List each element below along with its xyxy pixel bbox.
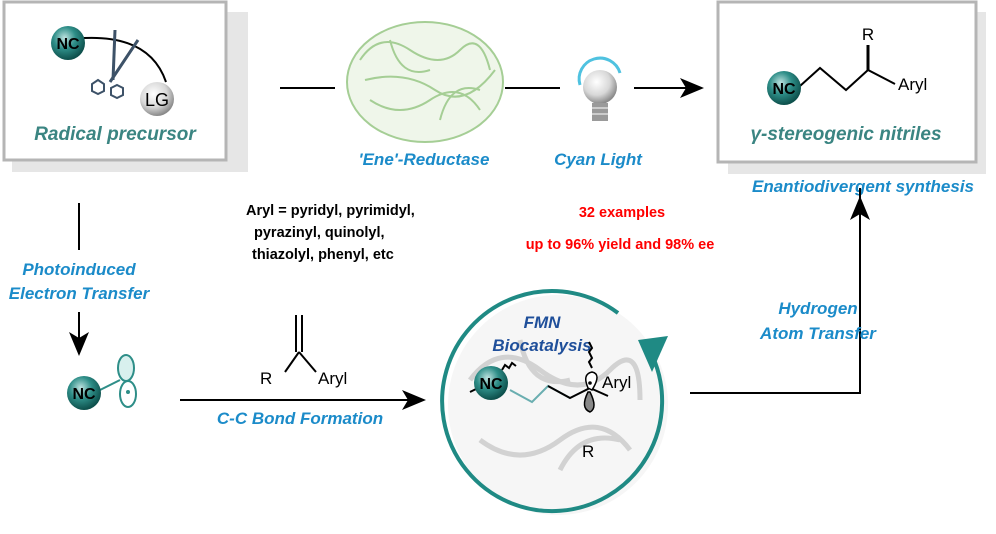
product-label: γ-stereogenic nitriles <box>750 124 941 145</box>
nc-sphere <box>51 26 85 60</box>
cyan-light-label: Cyan Light <box>554 150 643 169</box>
complex-r-label: R <box>582 442 594 461</box>
lg-label: LG <box>145 90 169 110</box>
pet-label-line-2: Electron Transfer <box>9 284 151 303</box>
light-bulb-icon <box>577 56 622 121</box>
biocatalysis-label: Biocatalysis <box>492 336 591 355</box>
hat-label-line-1: Hydrogen <box>778 299 857 318</box>
cc-bond-formation-label: C-C Bond Formation <box>217 409 383 428</box>
lg-sphere <box>140 82 174 116</box>
nitrile-radical: NC <box>67 354 137 410</box>
ene-reductase-label: 'Ene'-Reductase <box>359 150 490 169</box>
product-r-label: R <box>862 25 874 44</box>
product-nc-label: NC <box>772 81 796 98</box>
aryl-scope-line-2: pyrazinyl, quinolyl, <box>254 225 385 241</box>
radical-nc-label: NC <box>72 386 96 403</box>
pet-label-line-1: Photoinduced <box>22 260 136 279</box>
enantiodivergent-label: Enantiodivergent synthesis <box>752 177 974 196</box>
aryl-alkene: R Aryl <box>260 315 347 388</box>
nc-label: NC <box>56 36 80 53</box>
product-box: NC R Aryl γ-stereogenic nitriles <box>716 0 986 174</box>
hat-label-line-2: Atom Transfer <box>759 324 877 343</box>
alkene-r-label: R <box>260 369 272 388</box>
scissors-icon <box>91 29 140 100</box>
radical-precursor-box: NC LG Radical precursor <box>2 0 248 172</box>
alkene-aryl-label: Aryl <box>318 369 347 388</box>
fmn-label: FMN <box>524 313 562 332</box>
complex-aryl-label: Aryl <box>602 373 631 392</box>
radical-precursor-label: Radical precursor <box>34 124 197 145</box>
fmn-biocatalysis-cycle: FMN Biocatalysis NC Aryl R <box>440 289 668 515</box>
aryl-scope-line-1: Aryl = pyridyl, pyrimidyl, <box>246 203 415 219</box>
product-aryl-label: Aryl <box>898 75 927 94</box>
ene-reductase-enzyme-image <box>346 21 504 143</box>
examples-count: 32 examples <box>579 205 665 221</box>
tether-line <box>83 36 167 83</box>
aryl-scope-line-3: thiazolyl, phenyl, etc <box>252 247 394 263</box>
yield-ee-highlight: up to 96% yield and 98% ee <box>526 237 715 253</box>
complex-nc-label: NC <box>479 376 503 393</box>
